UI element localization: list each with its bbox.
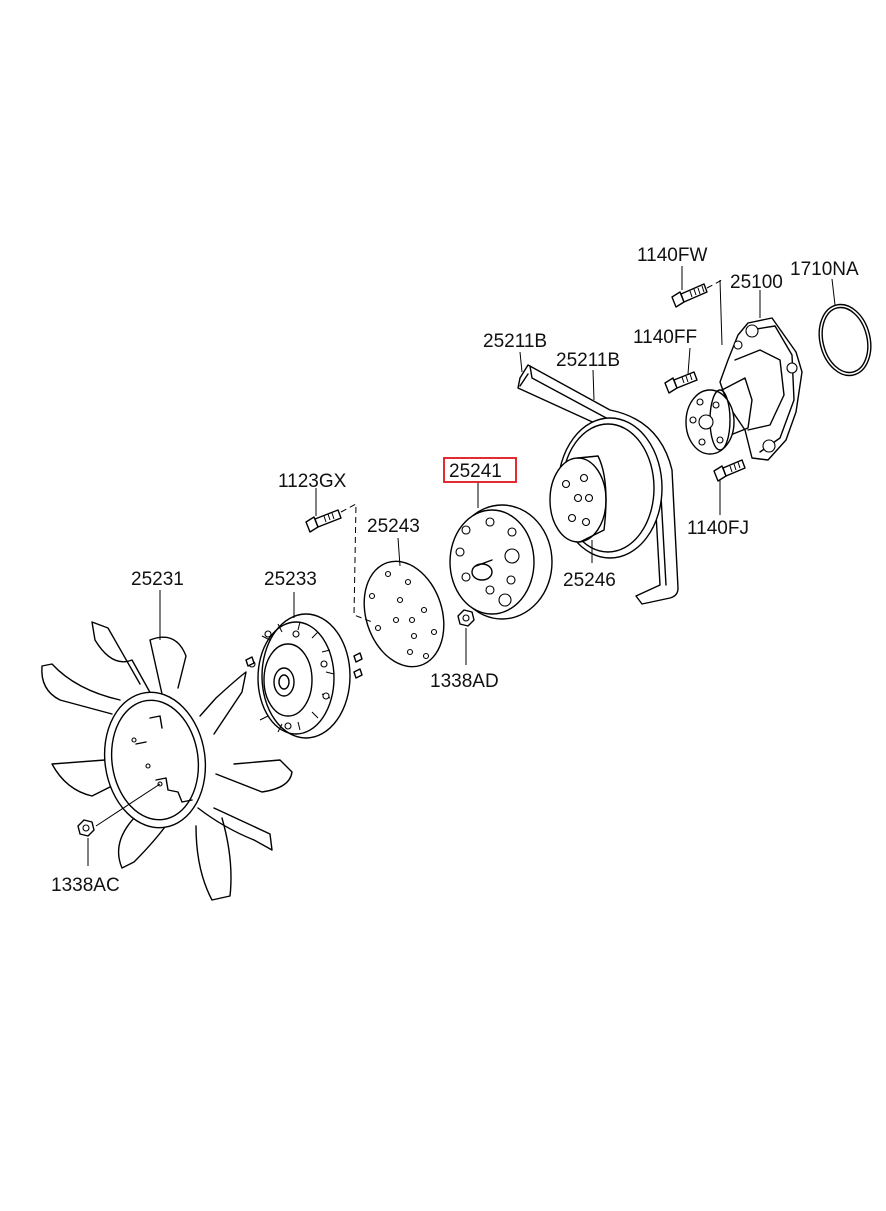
label-1123GX[interactable]: 1123GX (278, 471, 347, 492)
label-25241[interactable]: 25241 (449, 461, 502, 482)
label-25243[interactable]: 25243 (367, 516, 420, 537)
label-25211B-b[interactable]: 25211B (556, 350, 620, 371)
label-25231[interactable]: 25231 (131, 569, 184, 590)
nut-1338AC[interactable] (77, 819, 95, 837)
water-pump-25100[interactable] (685, 317, 803, 461)
fan-25231[interactable] (41, 621, 293, 901)
bolt-1140FW[interactable] (671, 283, 708, 308)
plate-25243[interactable] (351, 551, 457, 677)
label-1140FW[interactable]: 1140FW (637, 245, 707, 266)
pulley-25246[interactable] (549, 417, 663, 559)
highlight-box-25241 (443, 457, 517, 483)
label-1710NA[interactable]: 1710NA (790, 259, 859, 280)
bolt-1140FF[interactable] (664, 371, 698, 394)
bolt-1140FJ[interactable] (713, 459, 746, 482)
label-25100[interactable]: 25100 (730, 272, 783, 293)
label-1338AD[interactable]: 1338AD (430, 671, 499, 692)
label-1140FJ[interactable]: 1140FJ (687, 518, 749, 539)
fan-clutch-25233[interactable] (245, 613, 363, 739)
spacer-25241[interactable] (449, 504, 553, 620)
label-1140FF[interactable]: 1140FF (633, 327, 697, 348)
label-1338AC[interactable]: 1338AC (51, 875, 120, 896)
nut-1338AD[interactable] (457, 609, 475, 627)
bolt-1123GX[interactable] (305, 509, 342, 533)
o-ring-1710NA[interactable] (812, 299, 878, 381)
label-25211B-a[interactable]: 25211B (483, 331, 547, 352)
label-25246[interactable]: 25246 (563, 570, 616, 591)
label-25233[interactable]: 25233 (264, 569, 317, 590)
